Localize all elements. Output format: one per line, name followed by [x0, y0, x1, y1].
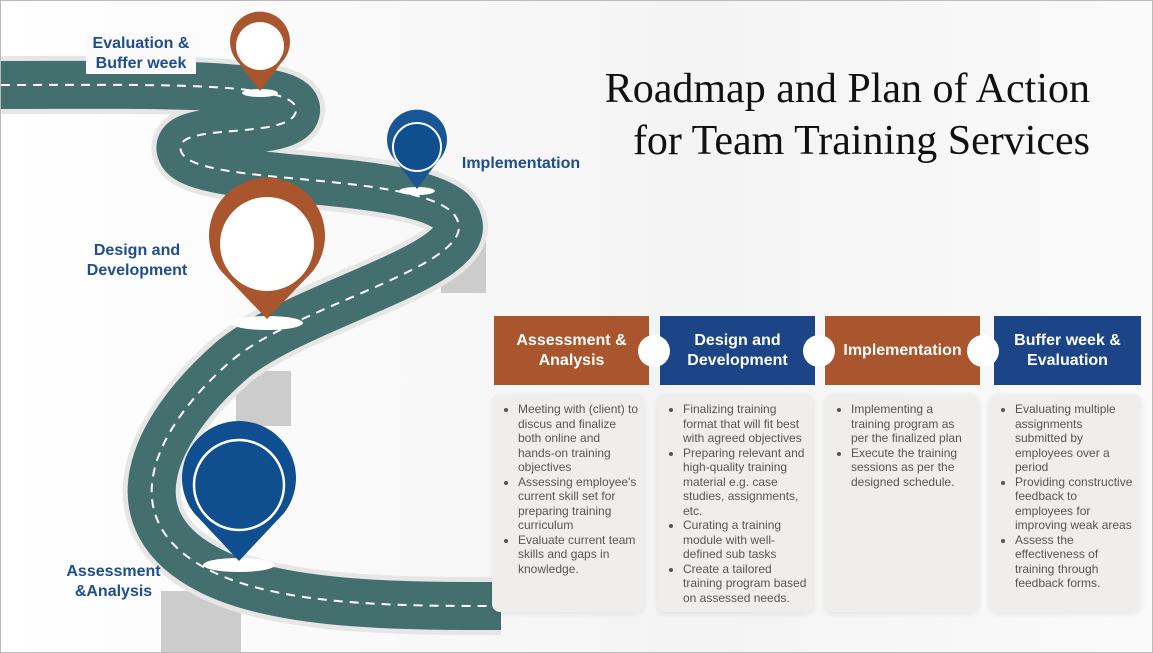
list-item: Execute the training sessions as per the…	[851, 446, 975, 490]
column-body-design: Finalizing training format that will fit…	[657, 394, 813, 612]
connector-dot	[638, 335, 670, 367]
column-body-evaluation: Evaluating multiple assignments submitte…	[989, 394, 1141, 612]
list-item: Evaluate current team skills and gaps in…	[518, 533, 640, 577]
pin-implementation-icon	[387, 109, 447, 195]
list-item: Assessing employee's current skill set f…	[518, 475, 640, 533]
column-header-assessment: Assessment & Analysis	[494, 316, 649, 385]
road-label-assessment: Assessment &Analysis	[66, 563, 161, 600]
list-item: Implementing a training program as per t…	[851, 402, 975, 446]
column-header-evaluation: Buffer week & Evaluation	[994, 316, 1141, 385]
pin-evaluation-icon	[230, 11, 291, 97]
list-item: Assess the effectiveness of training thr…	[1015, 533, 1137, 591]
road-label-evaluation: Evaluation & Buffer week	[86, 34, 196, 74]
list-item: Curating a training module with well-def…	[683, 518, 809, 562]
road-label-design: Design and Development	[86, 242, 188, 279]
list-item: Preparing relevant and high-quality trai…	[683, 446, 809, 519]
pin-design-icon	[209, 177, 325, 330]
list-item: Finalizing training format that will fit…	[683, 402, 809, 446]
pin-assessment-icon	[182, 421, 297, 572]
list-item: Meeting with (client) to discus and fina…	[518, 402, 640, 475]
connector-dot	[803, 335, 835, 367]
connector-dot	[967, 335, 999, 367]
column-header-implementation: Implementation	[825, 316, 980, 385]
road-label-implementation: Implementation	[461, 155, 581, 172]
list-item: Create a tailored training program based…	[683, 562, 809, 606]
road-illustration	[1, 11, 502, 652]
list-item: Evaluating multiple assignments submitte…	[1015, 402, 1137, 475]
column-body-assessment: Meeting with (client) to discus and fina…	[492, 394, 644, 612]
road-center-line	[1, 83, 502, 607]
column-header-design: Design and Development	[660, 316, 815, 385]
list-item: Providing constructive feedback to emplo…	[1015, 475, 1137, 533]
page-title: Roadmap and Plan of Action for Team Trai…	[604, 66, 1090, 164]
column-body-implementation: Implementing a training program as per t…	[825, 394, 979, 612]
